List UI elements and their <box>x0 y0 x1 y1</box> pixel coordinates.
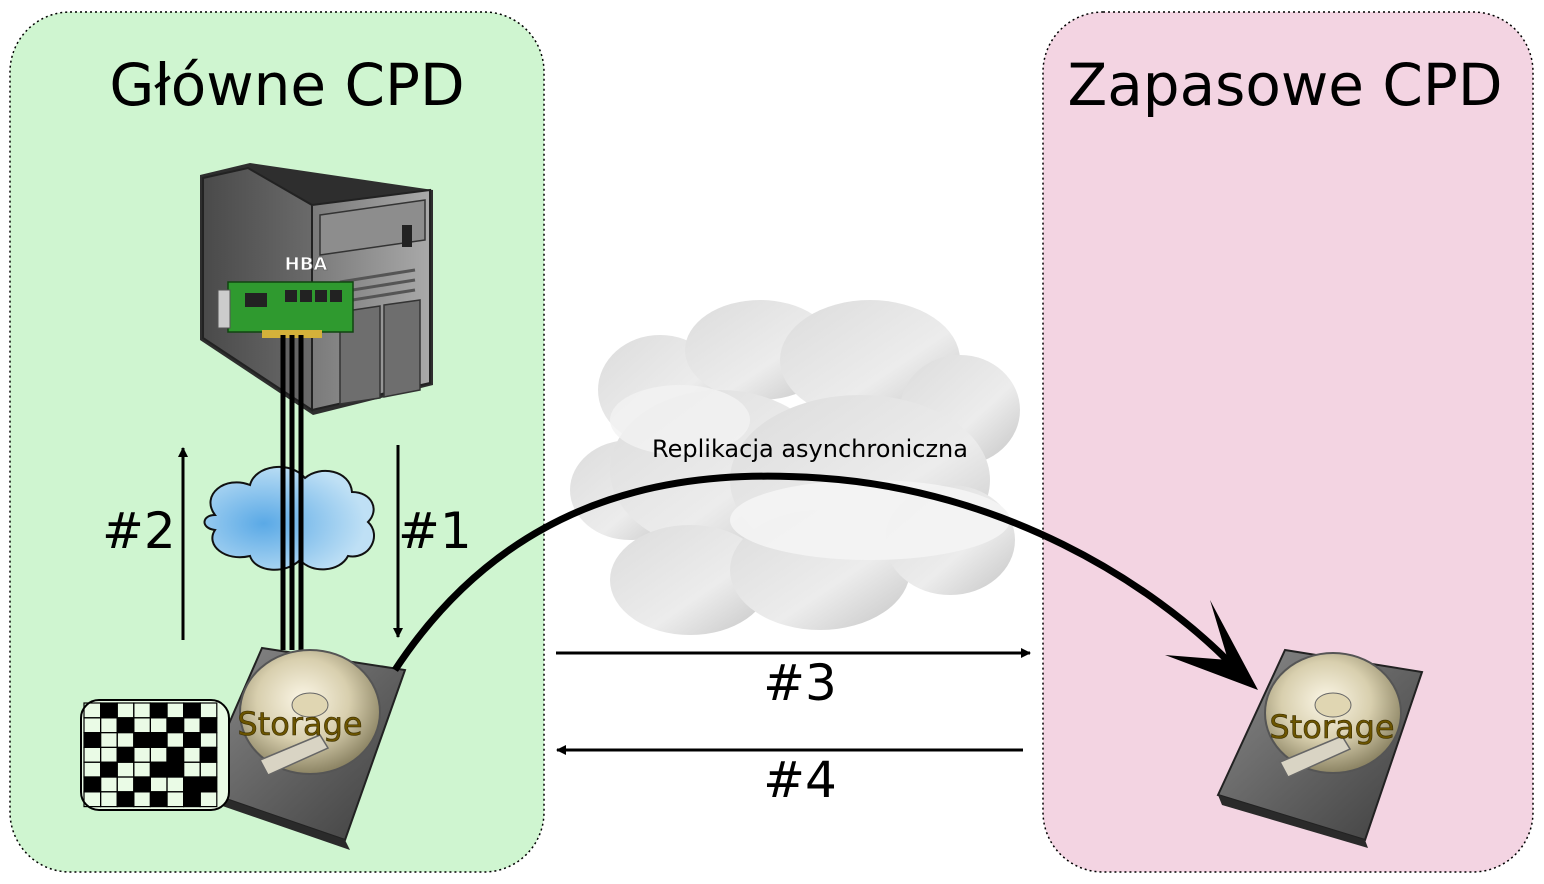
step1-label: #1 <box>398 502 472 560</box>
grid-cell <box>199 746 218 763</box>
grid-cell <box>183 776 201 793</box>
step2-label: #2 <box>102 502 176 560</box>
primary-storage-disk: Storage <box>198 646 407 850</box>
step4-label: #4 <box>763 751 837 809</box>
grid-cell <box>149 761 168 778</box>
replication-label: Replikacja asynchroniczna <box>652 435 968 463</box>
hba-card-icon: HBA <box>217 254 354 338</box>
grid-cell <box>133 776 152 793</box>
primary-site-title: Główne CPD <box>109 51 464 119</box>
grid-cell <box>116 746 135 763</box>
grid-cell <box>99 761 118 778</box>
backup-storage-label: Storage <box>1269 708 1394 746</box>
grid-cell <box>99 702 118 719</box>
grid-cell <box>183 702 201 719</box>
grid-cell <box>116 791 135 808</box>
primary-storage-label: Storage <box>237 705 362 743</box>
step3-label: #3 <box>763 654 837 712</box>
grid-cell <box>116 717 135 734</box>
grid-cell <box>149 702 168 719</box>
fc-cables <box>280 335 304 650</box>
grid-cell <box>149 791 168 808</box>
grid-cell <box>166 761 185 778</box>
grid-cell <box>199 776 218 793</box>
grid-cell <box>83 776 102 793</box>
grid-cell <box>133 731 152 748</box>
grid-cell <box>183 731 201 748</box>
backup-site-panel <box>1042 11 1534 873</box>
data-grid-icon <box>80 699 230 811</box>
grid-cell <box>166 746 185 763</box>
san-cloud-icon <box>203 465 375 571</box>
grid-cell <box>199 717 218 734</box>
grid-cell <box>166 717 185 734</box>
wan-cloud-icon <box>570 300 1020 635</box>
replication-arrow <box>392 472 1238 672</box>
grid-cell <box>199 791 218 808</box>
grid-cell <box>183 791 201 808</box>
grid-cell <box>83 731 102 748</box>
backup-site-title: Zapasowe CPD <box>1067 51 1502 119</box>
grid-cell <box>149 731 168 748</box>
hba-label: HBA <box>285 254 328 275</box>
replication-arrowhead <box>1165 600 1258 690</box>
backup-storage-disk: Storage <box>1216 648 1424 848</box>
